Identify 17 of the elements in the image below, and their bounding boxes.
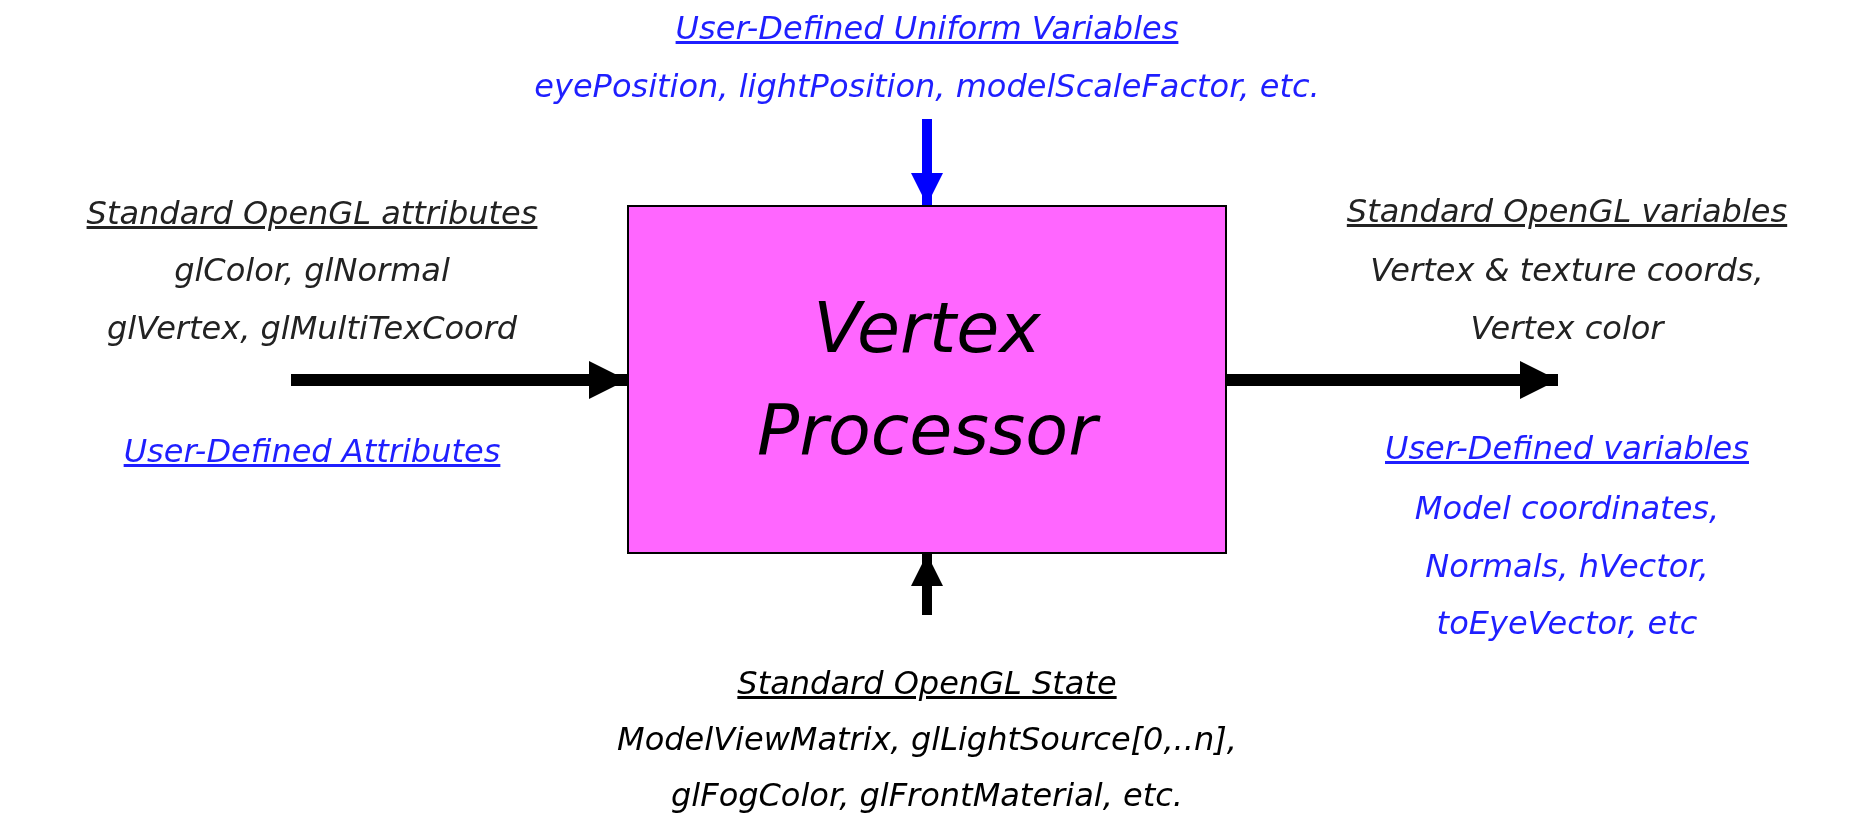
- variable-list: Model coordinates, Normals, hVector, toEyeVector, etc: [1402, 480, 1732, 653]
- variable-list: glColor, glNormal glVertex, glMultiTexCoord: [82, 242, 542, 358]
- section-heading: User-Defined Attributes: [122, 431, 502, 472]
- variable-list: Vertex & texture coords, Vertex color: [1357, 242, 1777, 358]
- variable-list: ModelViewMatrix, glLightSource[0,..n], glFogColor, glFrontMaterial, etc.: [597, 711, 1257, 823]
- variable-list: eyePosition, lightPosition, modelScaleFactor, etc.: [534, 57, 1320, 116]
- arrow: [291, 360, 627, 400]
- section-heading: Standard OpenGL State: [737, 663, 1117, 704]
- box-title: Vertex Processor: [747, 278, 1107, 481]
- section-heading: User-Defined variables: [1384, 428, 1750, 469]
- section-heading: User-Defined Uniform Variables: [675, 8, 1179, 49]
- process-box: [627, 205, 1227, 554]
- arrow: [911, 119, 943, 205]
- arrow: [911, 554, 943, 615]
- section-heading: Standard OpenGL variables: [1345, 191, 1789, 232]
- arrow: [1227, 360, 1558, 400]
- section-heading: Standard OpenGL attributes: [85, 193, 539, 234]
